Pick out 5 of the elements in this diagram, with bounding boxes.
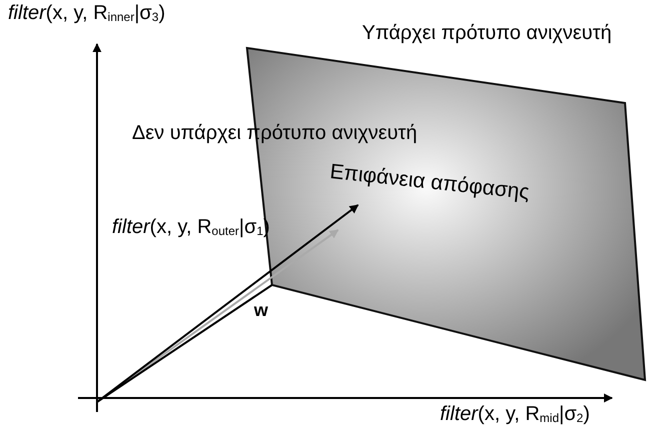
region-label: Υπάρχει πρότυπο ανιχνευτή (362, 22, 612, 45)
plane-label: Επιφάνεια απόφασης (328, 160, 530, 205)
axis-label: filter(x, y, R$_{mid}$|σ$_{2}$) (440, 403, 590, 426)
vector-label: w (254, 300, 268, 321)
axis-label: filter(x, y, R$_{inner}$|σ$_{3}$) (8, 2, 166, 25)
